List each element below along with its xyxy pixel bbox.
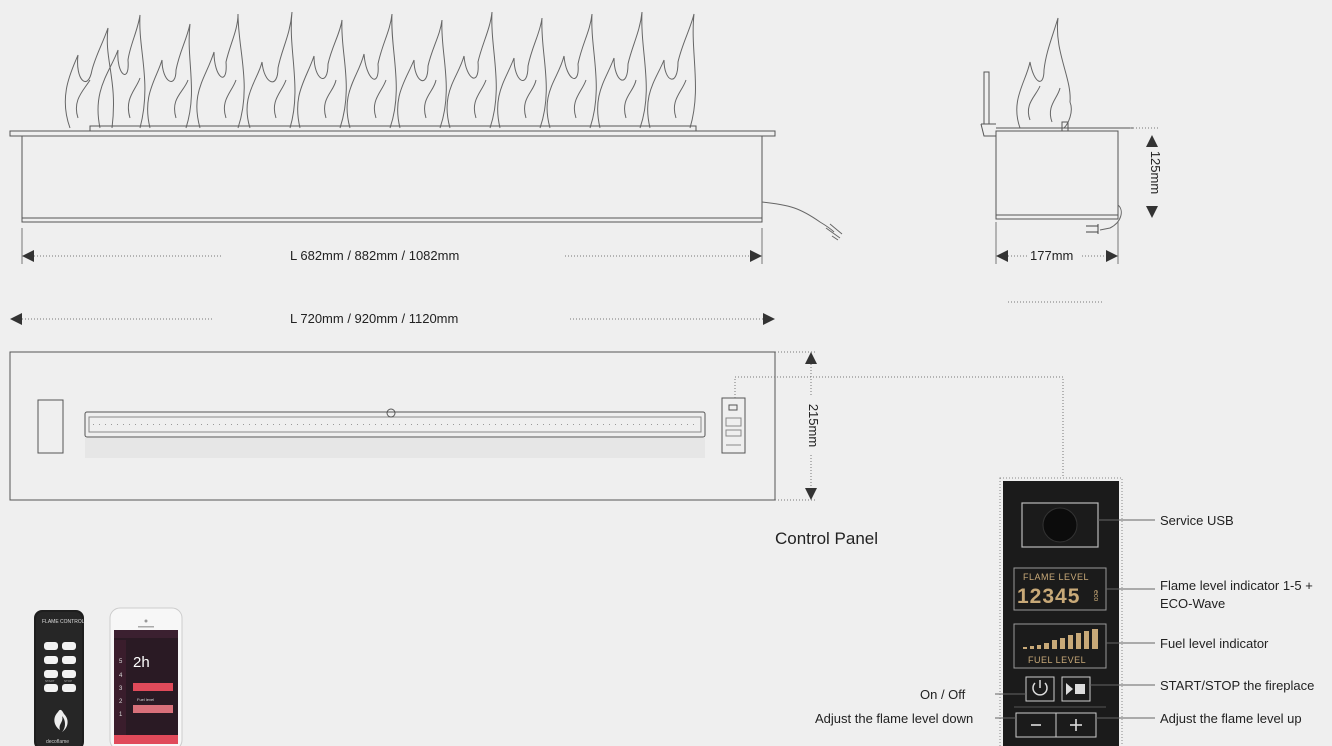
side-cable (1099, 204, 1122, 231)
power-icon (1032, 680, 1048, 696)
callout-service-usb: Service USB (1160, 513, 1234, 528)
panel-leader (734, 376, 1064, 478)
fuel-bars (1023, 629, 1098, 649)
app-time-value: 2h (133, 654, 150, 671)
callout-on-off: On / Off (920, 687, 966, 702)
power-button[interactable] (1025, 676, 1055, 702)
callout-flame-down: Adjust the flame level down (815, 711, 974, 726)
flame-logo-icon (54, 709, 68, 732)
plug-icon (825, 223, 843, 241)
front-view (9, 11, 843, 501)
control-panel (995, 477, 1155, 746)
panel-thumb (721, 397, 746, 454)
usb-port (1021, 502, 1099, 548)
remote-brand: decoflame (46, 739, 70, 745)
remote-start: START (45, 679, 55, 683)
eco-label: eco (1092, 590, 1099, 602)
phone-mockup (109, 607, 183, 746)
side-height-label: 125mm (1148, 150, 1164, 195)
side-view (980, 17, 1160, 303)
callout-flame-up: Adjust the flame level up (1160, 711, 1302, 726)
start-stop-button[interactable] (1061, 676, 1091, 702)
burner-length-label: L 682mm / 882mm / 1082mm (290, 248, 460, 263)
stop-icon (1075, 684, 1085, 694)
app-level-5: 5 (119, 659, 123, 665)
fuel-level-label: FUEL LEVEL (1028, 655, 1087, 665)
fuel-display (1013, 623, 1107, 669)
play-icon (1066, 683, 1073, 695)
igniter-icon (386, 408, 396, 418)
side-hatch (37, 399, 64, 454)
remote-stop: STOP (64, 679, 73, 683)
usb-circle (1042, 507, 1078, 543)
app-level-3: 3 (119, 686, 123, 692)
app-level-2: 2 (119, 699, 123, 705)
plus-icon (1070, 719, 1082, 731)
app-level-4: 4 (119, 673, 123, 679)
burner-plate (89, 125, 697, 132)
remote-label: FLAME CONTROL (42, 619, 85, 625)
top-frame (9, 130, 776, 137)
callout-start-stop: START/STOP the fireplace (1160, 678, 1315, 693)
frame-length-label: L 720mm / 920mm / 1120mm (290, 311, 459, 326)
top-view-frame (9, 351, 776, 501)
app-level-1: 1 (119, 712, 123, 718)
remote-control (34, 610, 84, 746)
callout-fuel-indicator: Fuel level indicator (1160, 636, 1269, 651)
side-width-label: 177mm (1030, 248, 1074, 263)
flame-level-digits: 12345 (1017, 585, 1081, 608)
app-fuel-label: Fuel level (137, 697, 155, 702)
frame-height-label: 215mm (806, 403, 822, 448)
flame-level-label: FLAME LEVEL (1023, 572, 1090, 582)
control-panel-title: Control Panel (775, 529, 879, 548)
power-cable (761, 201, 835, 233)
flames-front (64, 11, 696, 129)
burner-body (21, 135, 763, 223)
side-plug-icon (1086, 224, 1099, 234)
callout-flame-indicator: Flame level indicator 1-5 + ECO-Wave (1160, 578, 1313, 611)
side-body (995, 130, 1119, 220)
